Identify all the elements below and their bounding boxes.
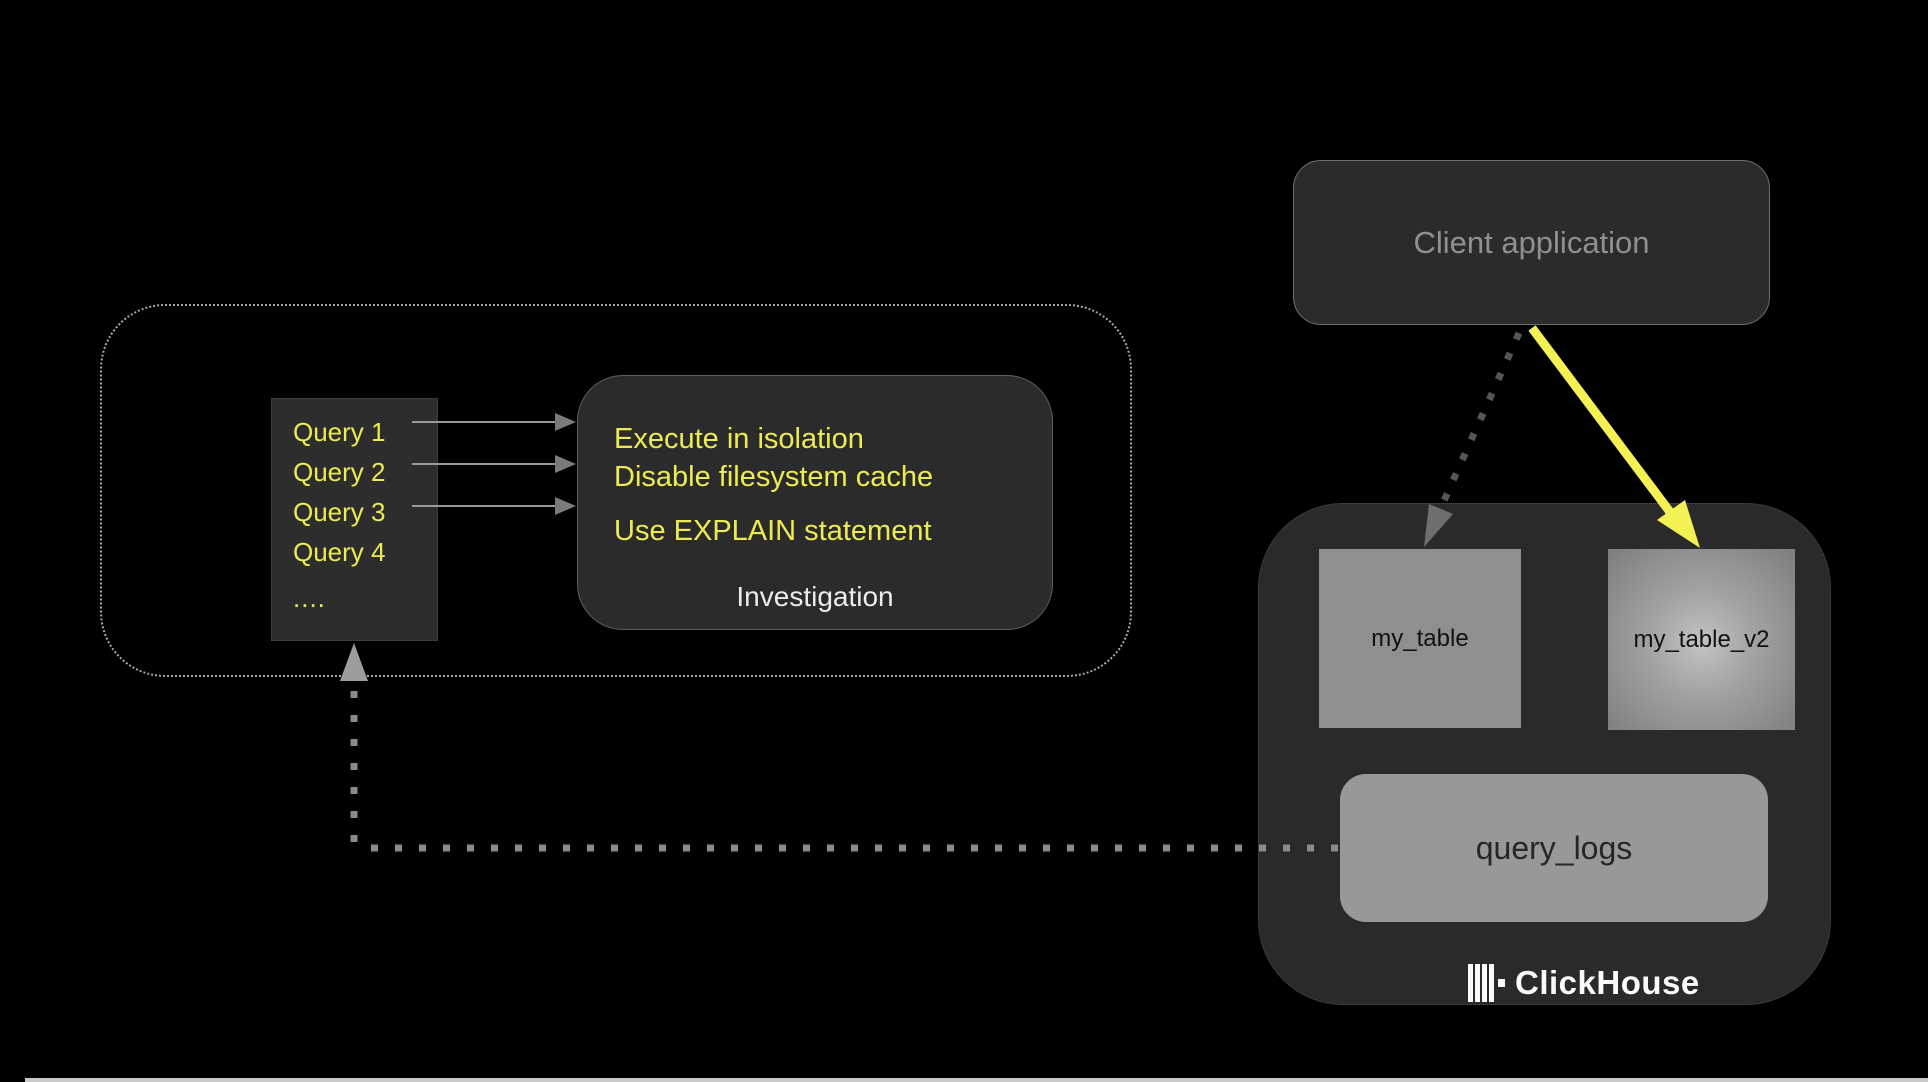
client-application-label: Client application bbox=[1413, 224, 1650, 260]
my-table-label: my_table bbox=[1371, 624, 1469, 652]
my-table-box: my_table bbox=[1319, 549, 1521, 728]
my-table-v2-label: my_table_v2 bbox=[1633, 625, 1770, 653]
query-logs-label: query_logs bbox=[1475, 829, 1633, 866]
dotted-line-diagonal bbox=[1439, 331, 1523, 505]
clickhouse-logo: ClickHouse bbox=[1468, 963, 1700, 1003]
client-application-box: Client application bbox=[1293, 160, 1770, 325]
investigation-title: Investigation bbox=[736, 581, 894, 612]
query-list-item: Query 1 bbox=[293, 417, 386, 447]
investigation-notes: Execute in isolation Disable filesystem … bbox=[614, 420, 933, 550]
query-list-item: Query 4 bbox=[293, 537, 386, 567]
screen-bottom-edge bbox=[25, 1078, 1928, 1082]
investigation-note: Execute in isolation bbox=[614, 423, 864, 455]
my-table-v2-box: my_table_v2 bbox=[1608, 549, 1795, 730]
investigation-box: Execute in isolation Disable filesystem … bbox=[577, 375, 1053, 630]
investigation-group-outline bbox=[100, 304, 1132, 677]
yellow-arrow-line bbox=[1528, 325, 1683, 527]
clickhouse-wordmark: ClickHouse bbox=[1515, 964, 1700, 1001]
investigation-note: Use EXPLAIN statement bbox=[614, 515, 932, 547]
query-list-ellipsis: .... bbox=[293, 583, 326, 613]
query-list-box: Query 1 Query 2 Query 3 Query 4 .... bbox=[271, 398, 438, 641]
query-list-item: Query 3 bbox=[293, 497, 386, 527]
investigation-note: Disable filesystem cache bbox=[614, 461, 934, 493]
query-list-item: Query 2 bbox=[293, 457, 386, 487]
query-logs-box: query_logs bbox=[1340, 774, 1768, 922]
clickhouse-bars-icon bbox=[1468, 964, 1505, 1002]
